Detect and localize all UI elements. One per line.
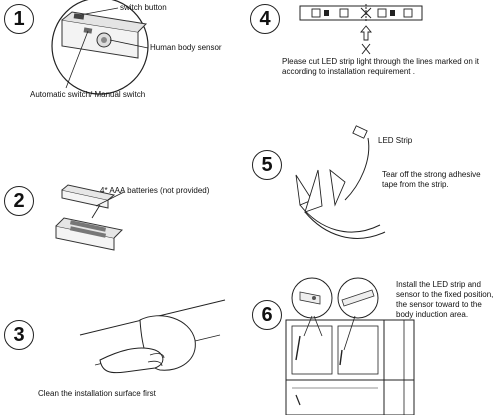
install-instruction-line-4: body induction area.: [396, 310, 469, 319]
clean-surface-label: Clean the installation surface first: [38, 389, 156, 398]
step-number-3: 3: [4, 320, 34, 350]
step-number-5: 5: [252, 150, 282, 180]
sensor-closeup-illustration: [51, 0, 149, 95]
switch-button-label: switch button: [120, 3, 167, 12]
batteries-label: 4* AAA batteries (not provided): [100, 186, 210, 195]
tear-instruction-line-2: tape from the strip.: [382, 180, 449, 189]
cut-instruction-line-1: Please cut LED strip light through the l…: [282, 57, 479, 66]
battery-compartment-illustration: [55, 184, 125, 251]
led-strip-label: LED Strip: [378, 136, 413, 145]
install-instruction-line-3: the sensor toward to the: [396, 300, 482, 309]
install-instruction-line-1: Install the LED strip and: [396, 280, 481, 289]
tear-instruction-line-1: Tear off the strong adhesive: [382, 170, 481, 179]
automatic-manual-label: Automatic switch/ Manual switch: [30, 90, 146, 99]
cleaning-surface-illustration: [79, 299, 226, 374]
human-body-sensor-label: Human body sensor: [150, 43, 222, 52]
step-number-2: 2: [4, 186, 34, 216]
install-instruction-line-2: sensor to the fixed position,: [396, 290, 494, 299]
step-number-1: 1: [4, 4, 34, 34]
step-number-6: 6: [252, 300, 282, 330]
step-number-4: 4: [250, 4, 280, 34]
led-strip-cut-illustration: [299, 4, 423, 55]
adhesive-tape-illustration: [295, 125, 386, 239]
cut-instruction-line-2: according to installation requirement .: [282, 67, 415, 76]
